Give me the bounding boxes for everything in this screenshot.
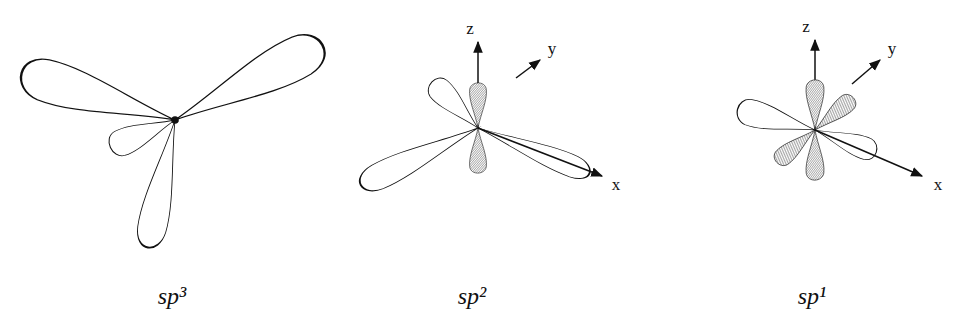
orbital-caption: sp² — [458, 284, 487, 308]
p-lobe — [806, 130, 824, 180]
hybrid-lobe — [355, 116, 484, 197]
orbital-caption: sp³ — [158, 284, 187, 308]
x-axis — [815, 130, 922, 176]
orbital-caption: sp¹ — [798, 284, 827, 308]
x-axis — [478, 128, 602, 176]
p-lobe — [470, 83, 487, 128]
y-axis — [852, 60, 880, 84]
axis-label: x — [612, 176, 621, 193]
axis-label: z — [466, 20, 474, 37]
p-lobe — [470, 128, 487, 173]
y-axis — [516, 60, 540, 78]
hybrid-lobe — [474, 118, 594, 184]
sp2-orbital — [355, 42, 602, 197]
axis-label: z — [802, 18, 810, 35]
p-lobe — [806, 80, 824, 130]
axis-label: y — [888, 40, 897, 57]
nucleus-dot — [172, 117, 178, 123]
hybrid-lobe — [423, 73, 486, 136]
hybrid-lobe — [165, 26, 332, 139]
hybrid-lobe — [105, 108, 180, 160]
axis-label: x — [934, 176, 943, 193]
axis-label: y — [548, 40, 557, 57]
sp3-orbital — [15, 26, 332, 250]
sp1-orbital — [734, 40, 922, 180]
